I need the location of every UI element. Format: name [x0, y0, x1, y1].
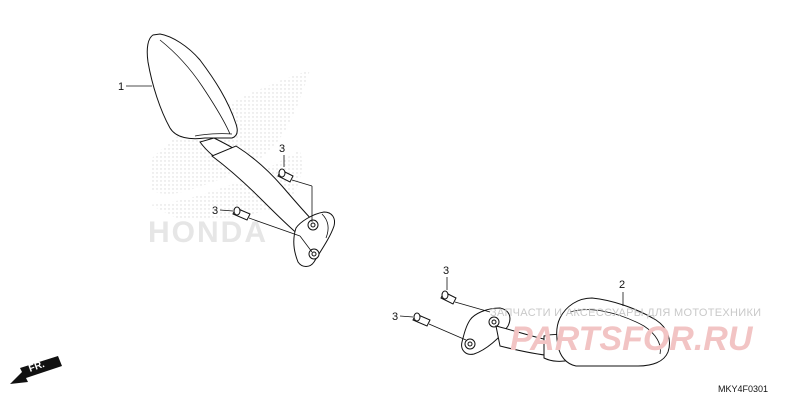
brand-watermark-text: HONDA — [148, 216, 268, 249]
shop-watermark-domain: PARTSFOR.RU — [510, 320, 754, 358]
shop-watermark-tagline: ЗАПЧАСТИ И АКСЕССУАРЫ ДЛЯ МОТОТЕХНИКИ — [490, 307, 761, 319]
callout-3-left-lower: 3 — [212, 205, 313, 253]
callout-label-bolt-left-upper: 3 — [279, 143, 285, 155]
bolt-left-lower[interactable] — [232, 206, 251, 221]
diagram-code: MKY4F0301 — [718, 384, 768, 394]
right-mirror[interactable] — [461, 297, 670, 367]
front-direction-indicator: FR. — [10, 356, 62, 384]
callout-3-right-lower: 3 — [392, 311, 467, 341]
callout-label-left-mirror: 1 — [118, 81, 124, 93]
callout-3-left-upper: 3 — [279, 143, 313, 222]
bolt-right-lower[interactable] — [412, 312, 431, 327]
front-direction-label: FR. — [27, 359, 46, 375]
bolt-right-upper[interactable] — [440, 290, 457, 305]
callout-2: 2 — [619, 279, 625, 306]
left-mirror[interactable] — [146, 33, 335, 267]
callout-1: 1 — [118, 81, 152, 93]
callout-3-right-upper: 3 — [443, 265, 491, 313]
bolt-left-upper[interactable] — [277, 168, 294, 183]
shop-watermark: ЗАПЧАСТИ И АКСЕССУАРЫ ДЛЯ МОТОТЕХНИКИ PA… — [490, 307, 761, 358]
callout-label-right-mirror: 2 — [619, 279, 625, 291]
callout-label-bolt-right-lower: 3 — [392, 311, 398, 323]
callout-label-bolt-right-upper: 3 — [443, 265, 449, 277]
callout-label-bolt-left-lower: 3 — [212, 205, 218, 217]
front-arrow-icon — [10, 356, 62, 384]
